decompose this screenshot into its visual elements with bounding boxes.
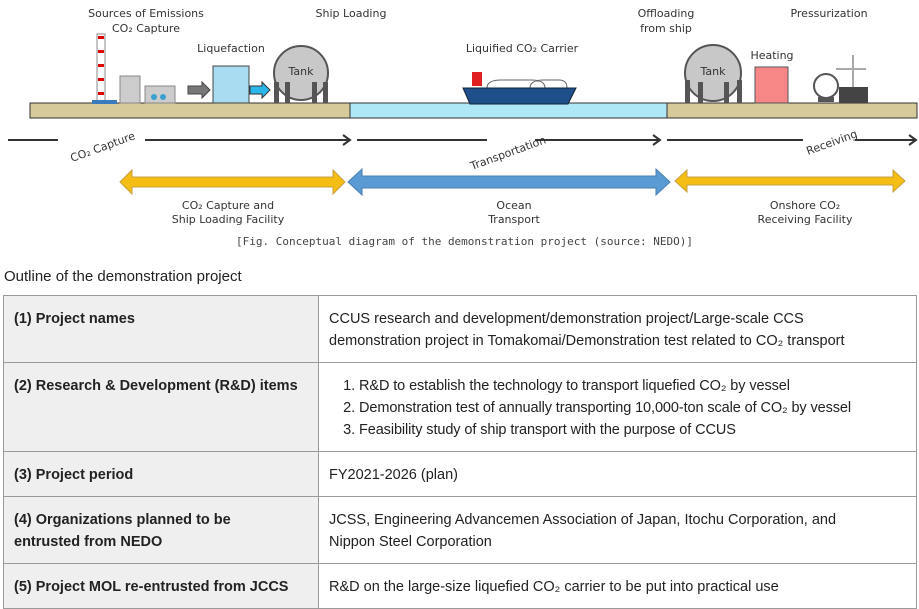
sea (349, 102, 668, 119)
label-text: (2) Research & Development (R&D) items (14, 378, 298, 394)
offloading-label: Offloading (638, 7, 695, 20)
row-label: (3) Project period (3, 451, 319, 497)
table-row: (4) Organizations planned to be entrusted… (3, 496, 917, 564)
pump-icon (813, 55, 868, 103)
capture-plant-icon (119, 75, 176, 104)
tank-label-receiving: Tank (700, 65, 727, 78)
ship-loading-label: Ship Loading (316, 7, 387, 20)
facility-1-line1: CO₂ Capture and (182, 199, 274, 212)
facility-3-line1: Onshore CO₂ (770, 199, 840, 212)
value-text: FY2021-2026 (plan) (329, 467, 458, 483)
land-right (666, 102, 918, 119)
row-value: R&D to establish the technology to trans… (318, 362, 917, 452)
label-text: entrusted from NEDO (14, 534, 163, 550)
receiving-facility-arrow (674, 168, 906, 194)
row-label: (2) Research & Development (R&D) items (3, 362, 319, 452)
stage-capture: CO₂ Capture (69, 129, 138, 165)
label-text: (1) Project names (14, 311, 135, 327)
facility-3-line2: Receiving Facility (758, 213, 853, 226)
figure-caption: [Fig. Conceptual diagram of the demonstr… (236, 235, 693, 248)
value-text: CCUS research and development/demonstrat… (329, 311, 804, 327)
row-label: (1) Project names (3, 295, 319, 363)
facility-2-line1: Ocean (496, 199, 531, 212)
land-left (29, 102, 351, 119)
row-label: (4) Organizations planned to be entrusted… (3, 496, 319, 564)
tank-label: Tank (288, 65, 315, 78)
conceptual-diagram: Tank Tank Sources of Emissions CO₂ Captu… (8, 7, 918, 226)
facility-2-line2: Transport (487, 213, 540, 226)
label-text: (4) Organizations planned to be (14, 512, 231, 528)
liquefaction-icon (187, 65, 271, 104)
list-item: Feasibility study of ship transport with… (359, 419, 906, 441)
value-text: R&D on the large-size liquefied CO₂ carr… (329, 579, 779, 595)
row-value: JCSS, Engineering Advancemen Association… (318, 496, 917, 564)
liquefaction-label: Liquefaction (197, 42, 265, 55)
pressurization-label: Pressurization (790, 7, 867, 20)
project-outline-table: (1) Project names CCUS research and deve… (3, 295, 917, 609)
list-item: R&D to establish the technology to trans… (359, 375, 906, 397)
stage-receiving: Receiving (805, 127, 860, 157)
offloading-label-2: from ship (640, 22, 692, 35)
row-value: FY2021-2026 (plan) (318, 451, 917, 497)
value-text: Nippon Steel Corporation (329, 534, 492, 550)
carrier-label: Liquified CO₂ Carrier (466, 42, 579, 55)
process-flow-line (8, 134, 918, 146)
row-value: CCUS research and development/demonstrat… (318, 295, 917, 363)
table-row: (5) Project MOL re-entrusted from JCCS R… (3, 563, 917, 609)
heating-label: Heating (750, 49, 793, 62)
value-text: demonstration project in Tomakomai/Demon… (329, 333, 845, 349)
label-text: (3) Project period (14, 467, 134, 483)
table-row: (2) Research & Development (R&D) items R… (3, 362, 917, 452)
ship-icon (462, 72, 577, 105)
table-row: (3) Project period FY2021-2026 (plan) (3, 451, 917, 497)
ocean-transport-arrow (347, 167, 671, 197)
heater-icon (754, 66, 789, 104)
facility-1-line2: Ship Loading Facility (172, 213, 285, 226)
label-text: (5) Project MOL re-entrusted from JCCS (14, 579, 289, 595)
row-value: R&D on the large-size liquefied CO₂ carr… (318, 563, 917, 609)
section-title: Outline of the demonstration project (4, 268, 242, 285)
row-label: (5) Project MOL re-entrusted from JCCS (3, 563, 319, 609)
value-text: JCSS, Engineering Advancemen Association… (329, 512, 837, 528)
chimney-icon (92, 33, 117, 104)
tank-icon-receiving (684, 44, 742, 103)
sources-label: Sources of Emissions (88, 7, 204, 20)
list-item: Demonstration test of annually transport… (359, 397, 906, 419)
rd-items-list: R&D to establish the technology to trans… (329, 375, 906, 441)
capture-label: CO₂ Capture (112, 22, 180, 35)
tank-icon (273, 45, 329, 103)
capture-facility-arrow (119, 168, 346, 196)
table-row: (1) Project names CCUS research and deve… (3, 295, 917, 363)
